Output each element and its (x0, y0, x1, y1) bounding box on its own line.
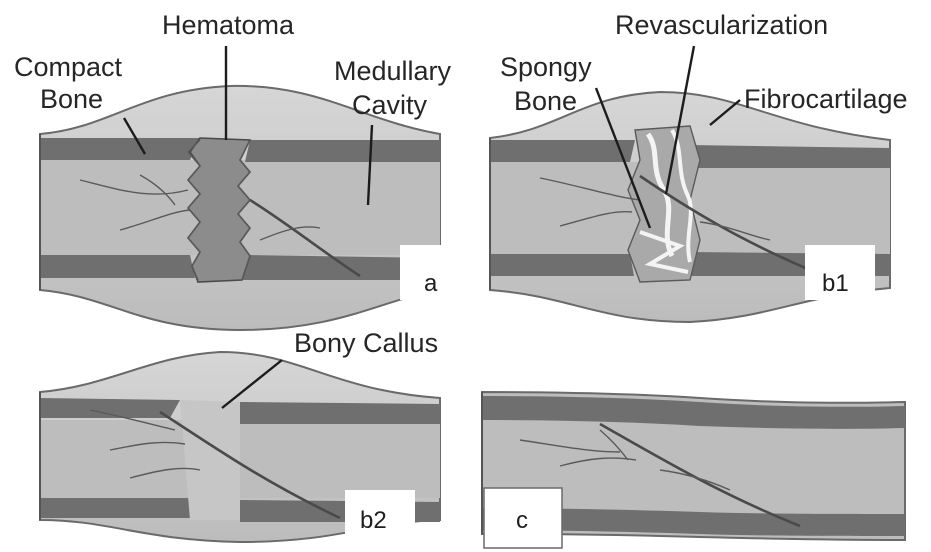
label-medullary-line1: Medullary (334, 56, 452, 86)
label-spongy-line1: Spongy (500, 52, 592, 82)
label-revascularization: Revascularization (615, 10, 828, 40)
panel-c: c (482, 392, 905, 548)
panel-b2: b2 (40, 352, 440, 545)
panel-b1: b1 (490, 92, 890, 322)
label-bony-callus: Bony Callus (294, 328, 438, 358)
panel-a-compact-bone-bottom-left (40, 255, 195, 278)
panel-b1-compact-bone-bottom-left (490, 254, 634, 276)
label-compact-bone-line1: Compact (14, 52, 123, 82)
panel-a: a (40, 86, 460, 330)
panel-a-compact-bone-top-right (245, 140, 440, 162)
panel-b1-tag: b1 (822, 270, 849, 297)
label-hematoma: Hematoma (162, 10, 295, 40)
label-compact-bone-line2: Bone (40, 84, 103, 114)
panel-b2-tag: b2 (360, 507, 387, 534)
panel-b2-compact-bone-top-right (236, 402, 440, 424)
panel-c-tag: c (516, 507, 528, 534)
panel-a-tag: a (424, 270, 438, 297)
panel-a-compact-bone-top-left (40, 138, 200, 160)
panel-b2-compact-bone-bottom-left (40, 498, 196, 518)
label-fibrocartilage: Fibrocartilage (744, 84, 908, 114)
label-medullary-line2: Cavity (352, 90, 428, 120)
panel-b1-compact-bone-top-right (690, 145, 890, 168)
label-spongy-line2: Bone (514, 86, 577, 116)
panel-b1-compact-bone-top-left (490, 140, 635, 162)
panel-b2-central-zone (180, 400, 240, 520)
